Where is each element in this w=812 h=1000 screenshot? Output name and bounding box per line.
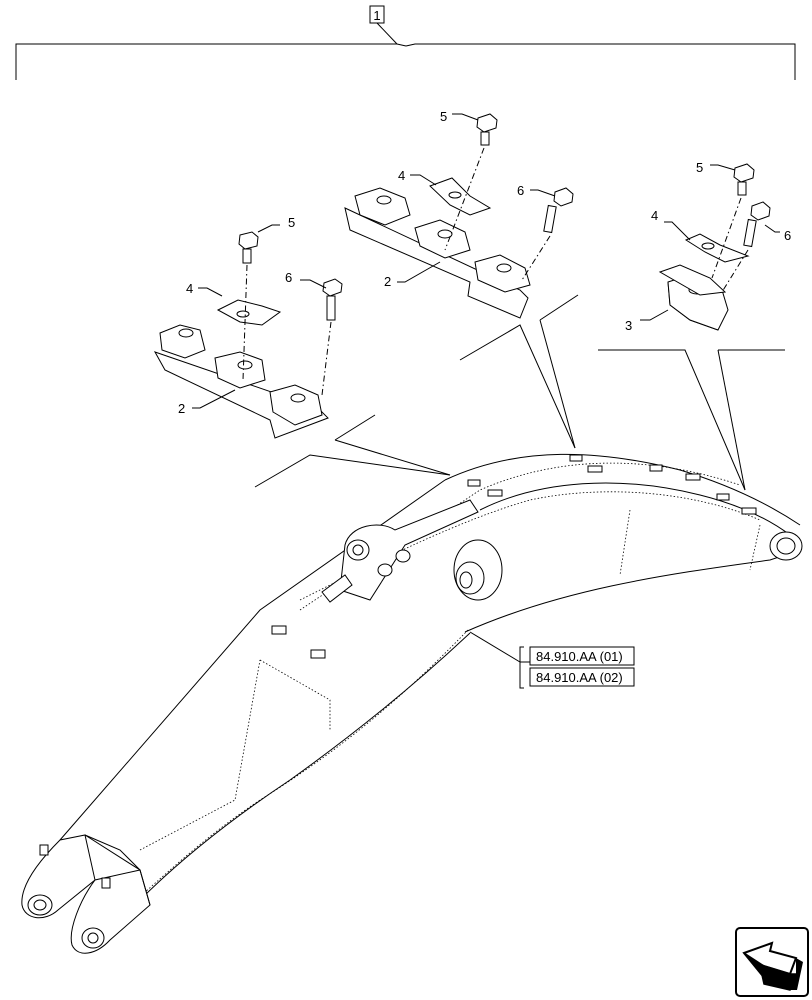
assembly-bracket: 1: [15, 5, 796, 80]
middle-clamp-callout: 4: [398, 168, 405, 183]
left-bolt-top-callout: 5: [288, 215, 295, 230]
left-bolt-side-callout: 6: [285, 270, 292, 285]
detail-group-middle: 5 4 6 2: [344, 109, 574, 319]
assembly-callout-label: 1: [373, 8, 380, 23]
middle-bolt-side-callout: 6: [517, 183, 524, 198]
middle-bracket-callout: 2: [384, 274, 391, 289]
right-bracket-callout: 3: [625, 318, 632, 333]
detail-group-left: 5 4 6 2: [153, 215, 343, 439]
boom-arm: [21, 453, 803, 954]
arrow-icon[interactable]: [735, 927, 809, 997]
reference-boxes: 84.910.AA (01) 84.910.AA (02): [519, 646, 635, 689]
detail-group-right: 5 4 6 3: [625, 160, 791, 333]
right-bolt-top-callout: 5: [696, 160, 703, 175]
reference-label-1: 84.910.AA (01): [536, 649, 623, 664]
right-bolt-side-callout: 6: [784, 228, 791, 243]
left-bracket-callout: 2: [178, 401, 185, 416]
left-clamp-callout: 4: [186, 281, 193, 296]
middle-bolt-top-callout: 5: [440, 109, 447, 124]
right-clamp-callout: 4: [651, 208, 658, 223]
reference-label-2: 84.910.AA (02): [536, 670, 623, 685]
